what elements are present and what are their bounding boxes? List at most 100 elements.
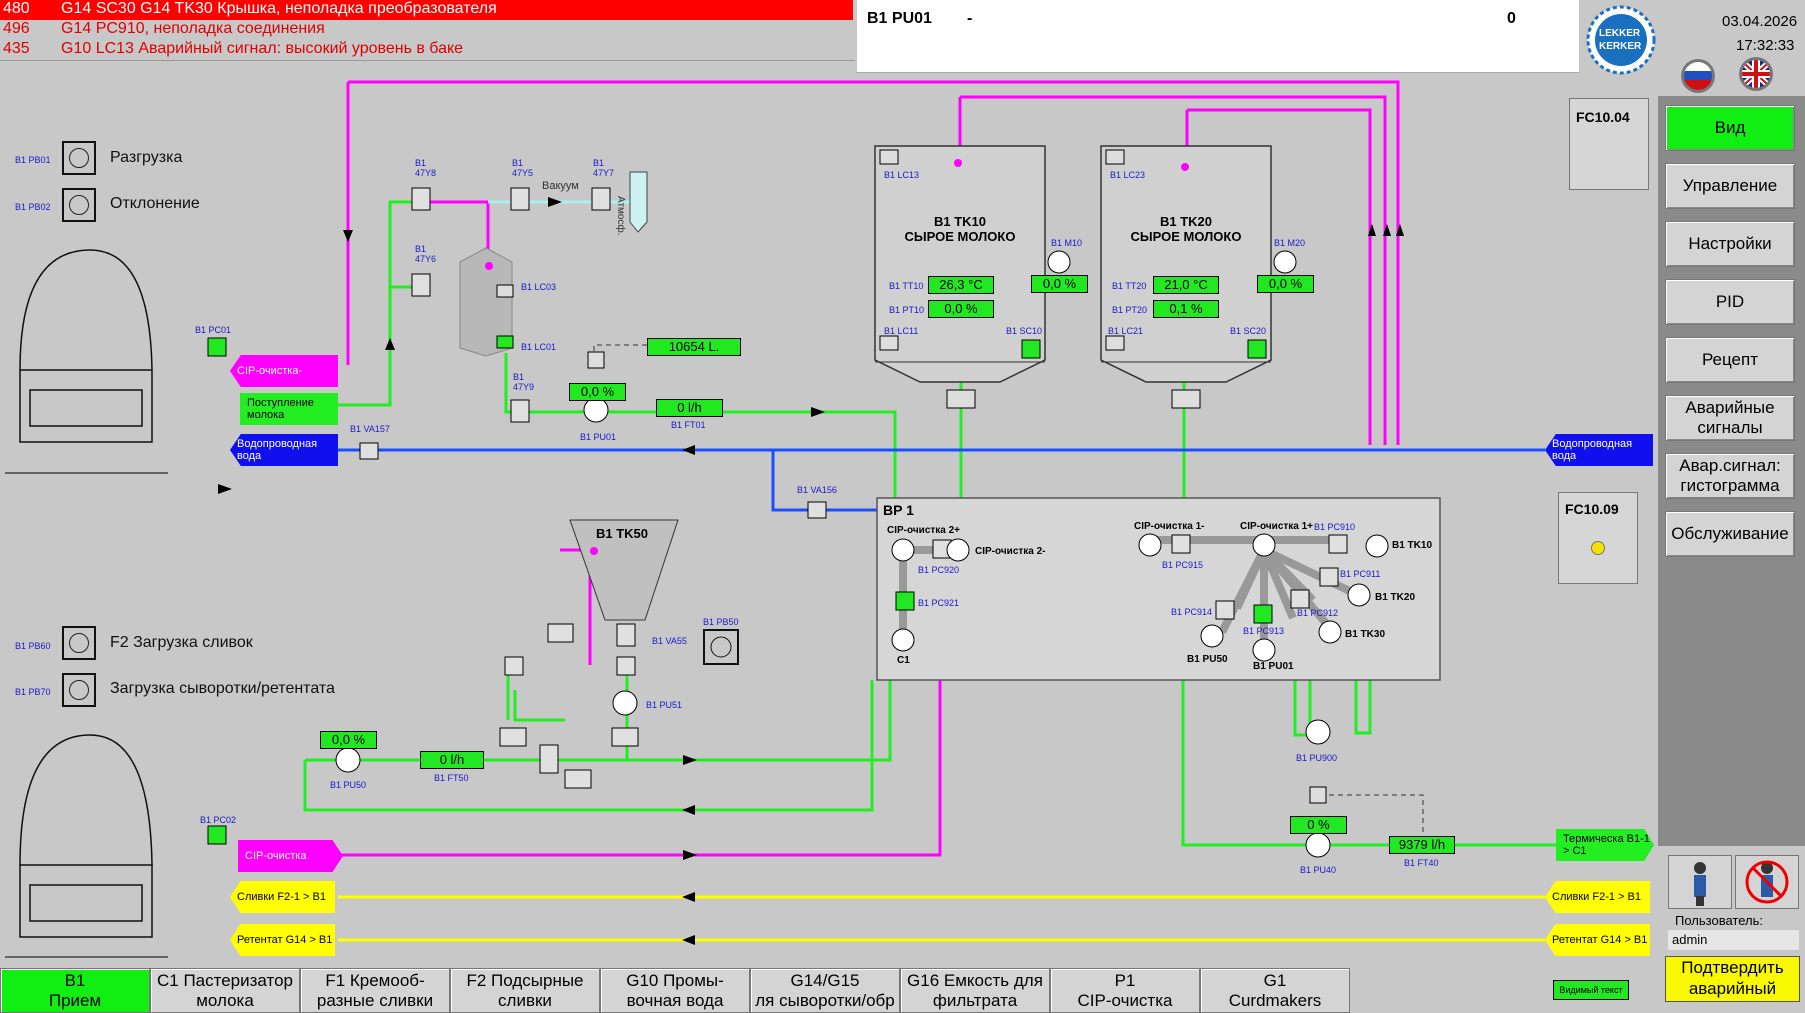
time-display: 17:32:33: [1736, 37, 1795, 54]
route-pu01-label: B1 PU01: [1253, 661, 1294, 672]
user-logout-icon[interactable]: [1735, 855, 1799, 909]
va55-label: B1 VA55: [652, 636, 687, 646]
nav-maintenance-button[interactable]: Обслуживание: [1665, 511, 1795, 557]
nav-alarm-histogram-button[interactable]: Авар.сигнал: гистограмма: [1665, 453, 1795, 499]
pu50-speed-value[interactable]: 0,0 %: [320, 731, 377, 749]
pt10-level-value[interactable]: 0,0 %: [928, 300, 994, 318]
whey-load-label: Загрузка сыворотки/ретентата: [110, 680, 335, 697]
ft50-flow-value[interactable]: 0 l/h: [420, 751, 484, 769]
logo-text-1: LEKKER: [1599, 28, 1641, 39]
route-pu50-label: B1 PU50: [1187, 654, 1228, 665]
thermo-tag[interactable]: Термическа B1-1 > C1: [1556, 829, 1654, 861]
m20-speed-value[interactable]: 0,0 %: [1257, 275, 1314, 293]
nav-alarms-button[interactable]: Аварийные сигналы: [1665, 395, 1795, 441]
sc20-label: B1 SC20: [1230, 326, 1267, 336]
divert-label: Отклонение: [110, 195, 200, 212]
flag-russian-icon[interactable]: [1678, 58, 1718, 94]
tk50-title: B1 TK50: [596, 526, 649, 541]
pc914-label: B1 PC914: [1171, 607, 1213, 617]
v47y6-label: B1 47Y6: [415, 244, 437, 264]
water-left-tag[interactable]: Водопроводная вода: [230, 434, 338, 466]
selected-unit-name: B1 PU01: [867, 10, 932, 27]
tab-g10[interactable]: G10 Промы-вочная вода: [600, 968, 750, 1013]
ft01-flow-value[interactable]: 0 l/h: [656, 399, 723, 417]
pt20-level-value[interactable]: 0,1 %: [1153, 300, 1219, 318]
pu01-label: B1 PU01: [580, 432, 617, 442]
v47y5-label: B1 47Y5: [512, 158, 534, 178]
lc03-label: B1 LC03: [521, 282, 557, 292]
tt20-temp-value[interactable]: 21,0 °C: [1153, 276, 1219, 294]
pb01-label: B1 PB01: [15, 155, 51, 165]
lc01-label: B1 LC01: [521, 342, 557, 352]
pb02-label: B1 PB02: [15, 202, 51, 212]
v47y7-label: B1 47Y7: [593, 158, 615, 178]
unload-push-button[interactable]: [62, 141, 96, 175]
fc1009-panel[interactable]: FC10.09: [1558, 492, 1638, 584]
nav-control-button[interactable]: Управление: [1665, 163, 1795, 209]
f2-load-push-button[interactable]: [62, 626, 96, 660]
pu40-speed-value[interactable]: 0 %: [1290, 816, 1347, 834]
retentate-left-tag[interactable]: Ретентат G14 > B1: [230, 924, 335, 956]
cream-right-tag[interactable]: Сливки F2-1 > B1: [1545, 881, 1650, 913]
pc920-label: B1 PC920: [918, 565, 960, 575]
lc11-label: B1 LC11: [884, 326, 919, 336]
cip-left2-tag[interactable]: CIP-очистка: [238, 840, 343, 872]
whey-load-push-button[interactable]: [62, 673, 96, 707]
tt10-label: B1 TT10: [889, 281, 924, 291]
nav-recipe-button[interactable]: Рецепт: [1665, 337, 1795, 383]
cip-left-tag[interactable]: CIP-очистка-: [230, 355, 338, 387]
pc910-label: B1 PC910: [1314, 522, 1356, 532]
nav-pid-button[interactable]: PID: [1665, 279, 1795, 325]
cip1p-label: CIP-очистка 1+: [1240, 521, 1314, 532]
tt10-temp-value[interactable]: 26,3 °C: [928, 276, 994, 294]
pc912-label: B1 PC912: [1297, 608, 1339, 618]
retentate-right-tag[interactable]: Ретентат G14 > B1: [1545, 924, 1650, 956]
nav-view-button[interactable]: Вид: [1665, 105, 1795, 151]
route-tk10-label: B1 TK10: [1392, 540, 1433, 551]
water-right-tag[interactable]: Водопроводная вода: [1545, 434, 1653, 466]
m20-label: B1 M20: [1274, 238, 1306, 248]
pc02-label: B1 PC02: [200, 815, 237, 825]
ft40-flow-value[interactable]: 9379 l/h: [1389, 836, 1455, 854]
user-label: Пользователь:: [1675, 913, 1763, 928]
cip1m-label: CIP-очистка 1-: [1134, 521, 1205, 532]
m10-speed-value[interactable]: 0,0 %: [1031, 275, 1088, 293]
lc13-label: B1 LC13: [884, 170, 920, 180]
logo-badge-icon: [1586, 5, 1656, 75]
lc23-label: B1 LC23: [1110, 170, 1146, 180]
tt20-label: B1 TT20: [1112, 281, 1147, 291]
pu01-speed-value[interactable]: 0,0 %: [569, 383, 626, 401]
total-volume-value[interactable]: 10654 L.: [647, 338, 741, 356]
selected-unit-value: 0: [1507, 10, 1516, 27]
pu51-label: B1 PU51: [646, 700, 683, 710]
pb70-label: B1 PB70: [15, 687, 51, 697]
user-login-icon[interactable]: [1668, 855, 1732, 909]
divert-push-button[interactable]: [62, 188, 96, 222]
confirm-alarm-button[interactable]: Подтвердить аварийный сигнал: [1665, 956, 1800, 1002]
tab-f1[interactable]: F1 Кремооб-разные сливки: [300, 968, 450, 1013]
f2-load-label: F2 Загрузка сливок: [110, 634, 253, 651]
milk-in-tag[interactable]: Поступление молока: [240, 393, 338, 425]
visible-text-toggle[interactable]: Видимый текст: [1553, 980, 1629, 1000]
v47y9-label: B1 47Y9: [513, 372, 535, 392]
cream-left-tag[interactable]: Сливки F2-1 > B1: [230, 881, 335, 913]
route-tk30-label: B1 TK30: [1345, 629, 1386, 640]
fc1004-panel[interactable]: FC10.04: [1569, 98, 1649, 190]
pc913-label: B1 PC913: [1243, 626, 1285, 636]
flag-english-icon[interactable]: [1736, 56, 1776, 92]
ft40-label: B1 FT40: [1404, 858, 1439, 868]
nav-settings-button[interactable]: Настройки: [1665, 221, 1795, 267]
pc01-label: B1 PC01: [195, 325, 232, 335]
